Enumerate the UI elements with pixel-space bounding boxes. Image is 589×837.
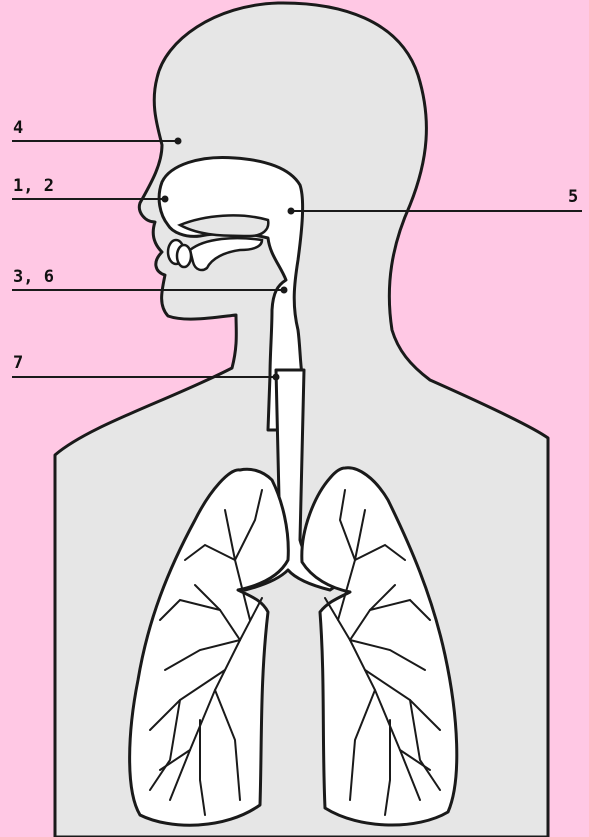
- label-3-6: 3, 6: [13, 269, 54, 286]
- label-5: 5: [568, 189, 578, 206]
- label-4: 4: [13, 120, 23, 137]
- leader-dot-3-6: [281, 287, 288, 294]
- leader-dot-4: [175, 138, 182, 145]
- leader-dot-1-2: [162, 196, 169, 203]
- label-1-2: 1, 2: [13, 178, 54, 195]
- tooth: [177, 245, 191, 267]
- leader-dot-7: [273, 374, 280, 381]
- label-7: 7: [13, 355, 23, 372]
- leader-dot-5: [288, 208, 295, 215]
